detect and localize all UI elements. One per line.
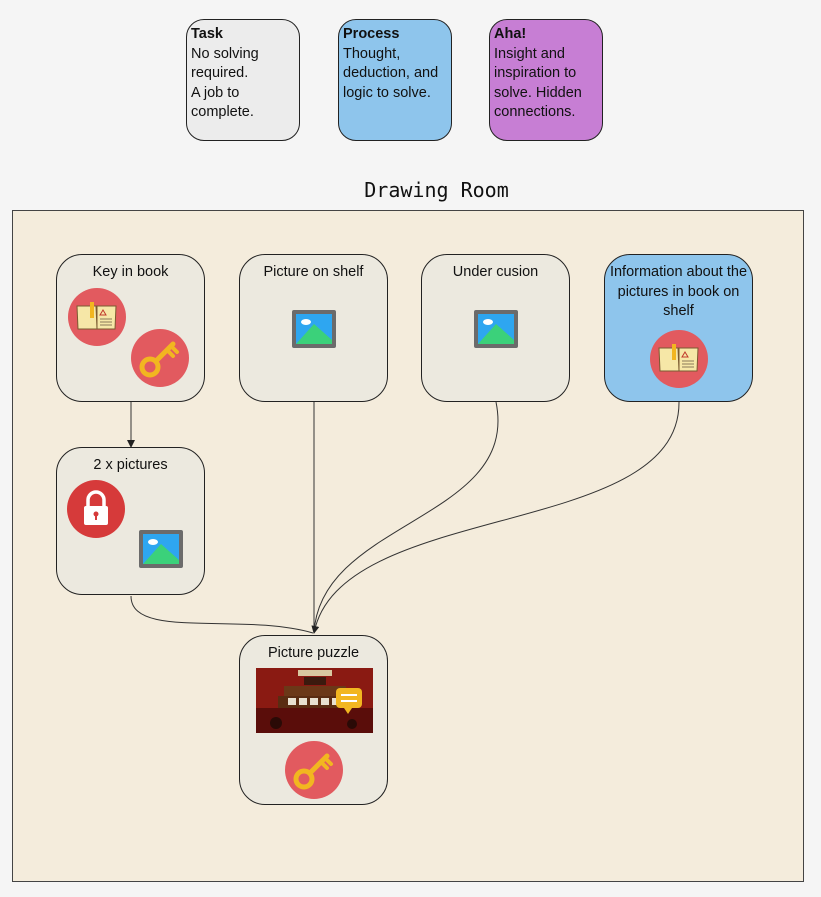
room-title: Drawing Room	[364, 178, 509, 202]
legend-aha-title: Aha!	[494, 26, 527, 42]
node-under-cusion: Under cusion	[421, 254, 570, 402]
legend-process: Process Thought, deduction, and logic to…	[338, 19, 452, 141]
node-label: Picture puzzle	[267, 645, 360, 661]
picture-icon	[292, 310, 336, 348]
node-label: Information about the pictures in book o…	[609, 264, 748, 319]
key-icon	[131, 329, 189, 387]
node-label: Key in book	[92, 264, 169, 280]
key-icon	[285, 741, 343, 799]
legend-task-title: Task	[191, 26, 223, 42]
node-label: Under cusion	[452, 264, 539, 280]
legend-task: Task No solving required. A job to compl…	[186, 19, 300, 141]
legend-aha: Aha! Insight and inspiration to solve. H…	[489, 19, 603, 141]
puzzle-screenshot	[256, 668, 373, 733]
legend-process-desc: Thought, deduction, and logic to solve.	[343, 45, 439, 101]
picture-icon	[139, 530, 183, 568]
node-info-pictures: Information about the pictures in book o…	[604, 254, 753, 402]
legend-process-title: Process	[343, 26, 400, 42]
picture-icon	[474, 310, 518, 348]
book-icon	[650, 330, 708, 388]
node-key-in-book: Key in book	[56, 254, 205, 402]
legend-aha-desc: Insight and inspiration to solve. Hidden…	[494, 45, 582, 121]
legend-task-desc: No solving required. A job to complete.	[191, 45, 259, 121]
node-picture-puzzle: Picture puzzle	[239, 635, 388, 805]
lock-icon	[67, 480, 125, 538]
node-label: 2 x pictures	[93, 457, 168, 473]
node-picture-on-shelf: Picture on shelf	[239, 254, 388, 402]
node-two-pictures: 2 x pictures	[56, 447, 205, 595]
node-label: Picture on shelf	[263, 264, 364, 280]
book-icon	[68, 288, 126, 346]
